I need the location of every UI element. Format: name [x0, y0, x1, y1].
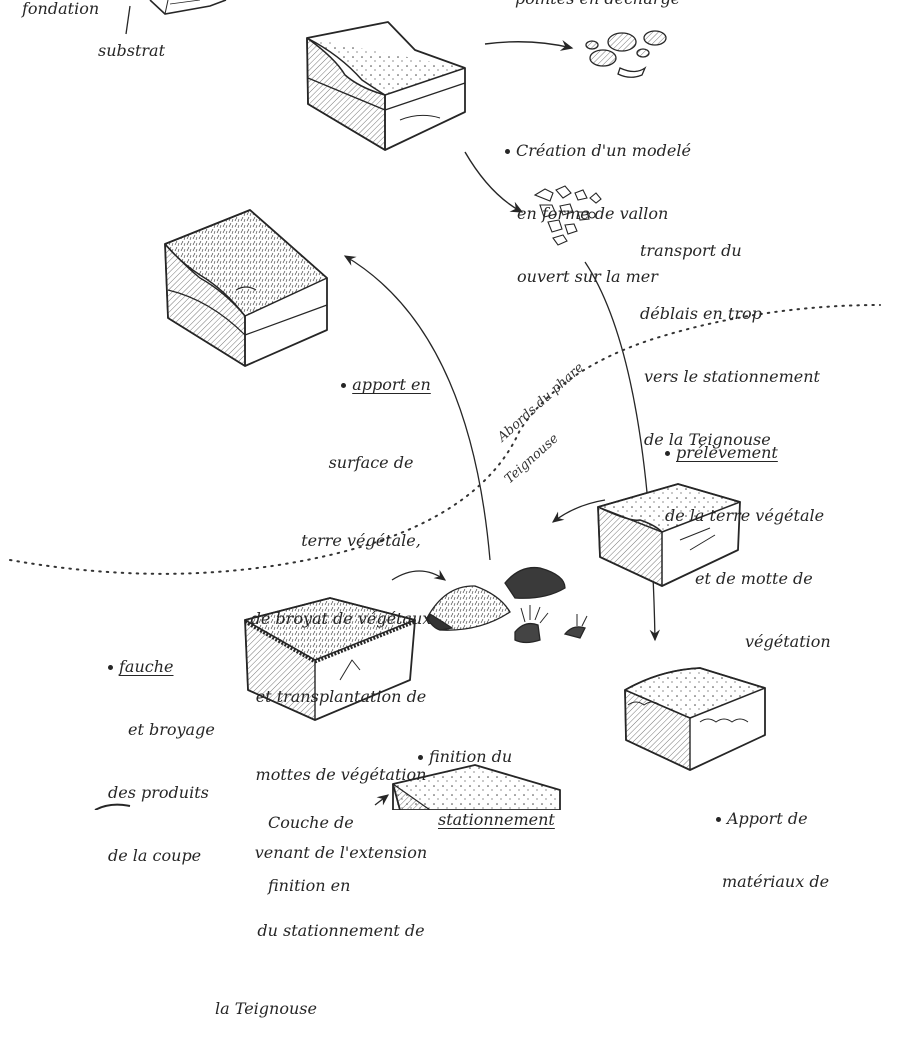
- step-finition-stationnement: finition du stationnement: [418, 704, 555, 851]
- soil-block-substrat-partial: [149, 0, 227, 15]
- mulch-and-turf-clods: [426, 566, 588, 644]
- bullet-icon: [716, 817, 721, 822]
- label-top-partial: pointes en décharge: [515, 0, 680, 9]
- bullet-icon: [418, 755, 423, 760]
- leader-line-substrat: [125, 5, 131, 35]
- rock-debris-pile: [585, 30, 667, 78]
- step-transport-deblais: transport du déblais en trop vers le sta…: [640, 241, 820, 449]
- step-couche-finition: Couche de finition en: [268, 813, 354, 895]
- bullet-icon: [505, 149, 510, 154]
- step-prelevement: prélèvement de la terre végétale et de m…: [665, 443, 831, 651]
- arrow-to-mulch: [551, 499, 606, 523]
- process-diagram: [9, 0, 881, 810]
- arrow-to-mown: [391, 569, 447, 581]
- bullet-icon: [108, 665, 113, 670]
- soil-block-mown: [244, 597, 416, 721]
- step-apport-surface: apport en surface de terre végétale, de …: [215, 375, 432, 1018]
- soil-block-prelevement: [597, 483, 741, 587]
- soil-block-vegetated: [164, 209, 328, 367]
- label-substrat: substrat: [98, 41, 166, 60]
- excavated-rubble-pile: [533, 185, 602, 246]
- arrow-to-rubble: [464, 151, 524, 213]
- step-fauche-broyage: fauche et broyage des produits de la cou…: [108, 657, 215, 865]
- arrow-to-debris: [484, 39, 574, 51]
- label-fondation: fondation: [22, 0, 100, 18]
- bullet-icon: [341, 383, 347, 388]
- zone-boundary: [9, 304, 881, 575]
- partial-ellipse-bottom-left: [94, 803, 131, 810]
- arrow-to-finition: [374, 794, 390, 806]
- soil-block-aggregate: [624, 667, 766, 771]
- soil-block-finition: [392, 764, 561, 810]
- flow-arc-left: [343, 255, 491, 561]
- step-creation-modele: Création d'un modelé en forme de vallon …: [505, 98, 691, 308]
- step-apport-materiaux: Apport de matériaux de: [716, 766, 829, 913]
- soil-block-vallon: [306, 21, 466, 151]
- bullet-icon: [665, 451, 670, 456]
